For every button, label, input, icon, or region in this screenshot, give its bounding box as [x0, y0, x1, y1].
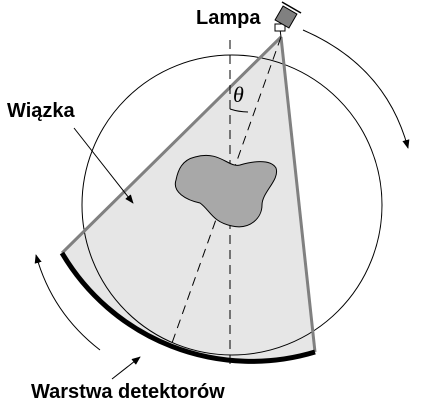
detector-label: Warstwa detektorów: [31, 381, 225, 403]
lamp-icon: [274, 1, 302, 38]
scanned-object: [174, 154, 278, 228]
beam-edge-left: [60, 35, 283, 255]
theta-arc: [229, 108, 249, 113]
detector-leader: [111, 356, 141, 380]
rotation-arrow-top: [302, 29, 410, 149]
rotation-arrow-left: [34, 254, 101, 351]
beam-leader: [73, 127, 134, 204]
theta-label: θ: [233, 82, 244, 107]
detector-arc: [59, 251, 316, 364]
rotation-circle: [81, 54, 383, 356]
beam-label: Wiązka: [7, 100, 75, 122]
lamp-label: Lampa: [196, 7, 261, 29]
beam-center-line: [171, 36, 282, 344]
beam-edge-right: [279, 36, 317, 353]
